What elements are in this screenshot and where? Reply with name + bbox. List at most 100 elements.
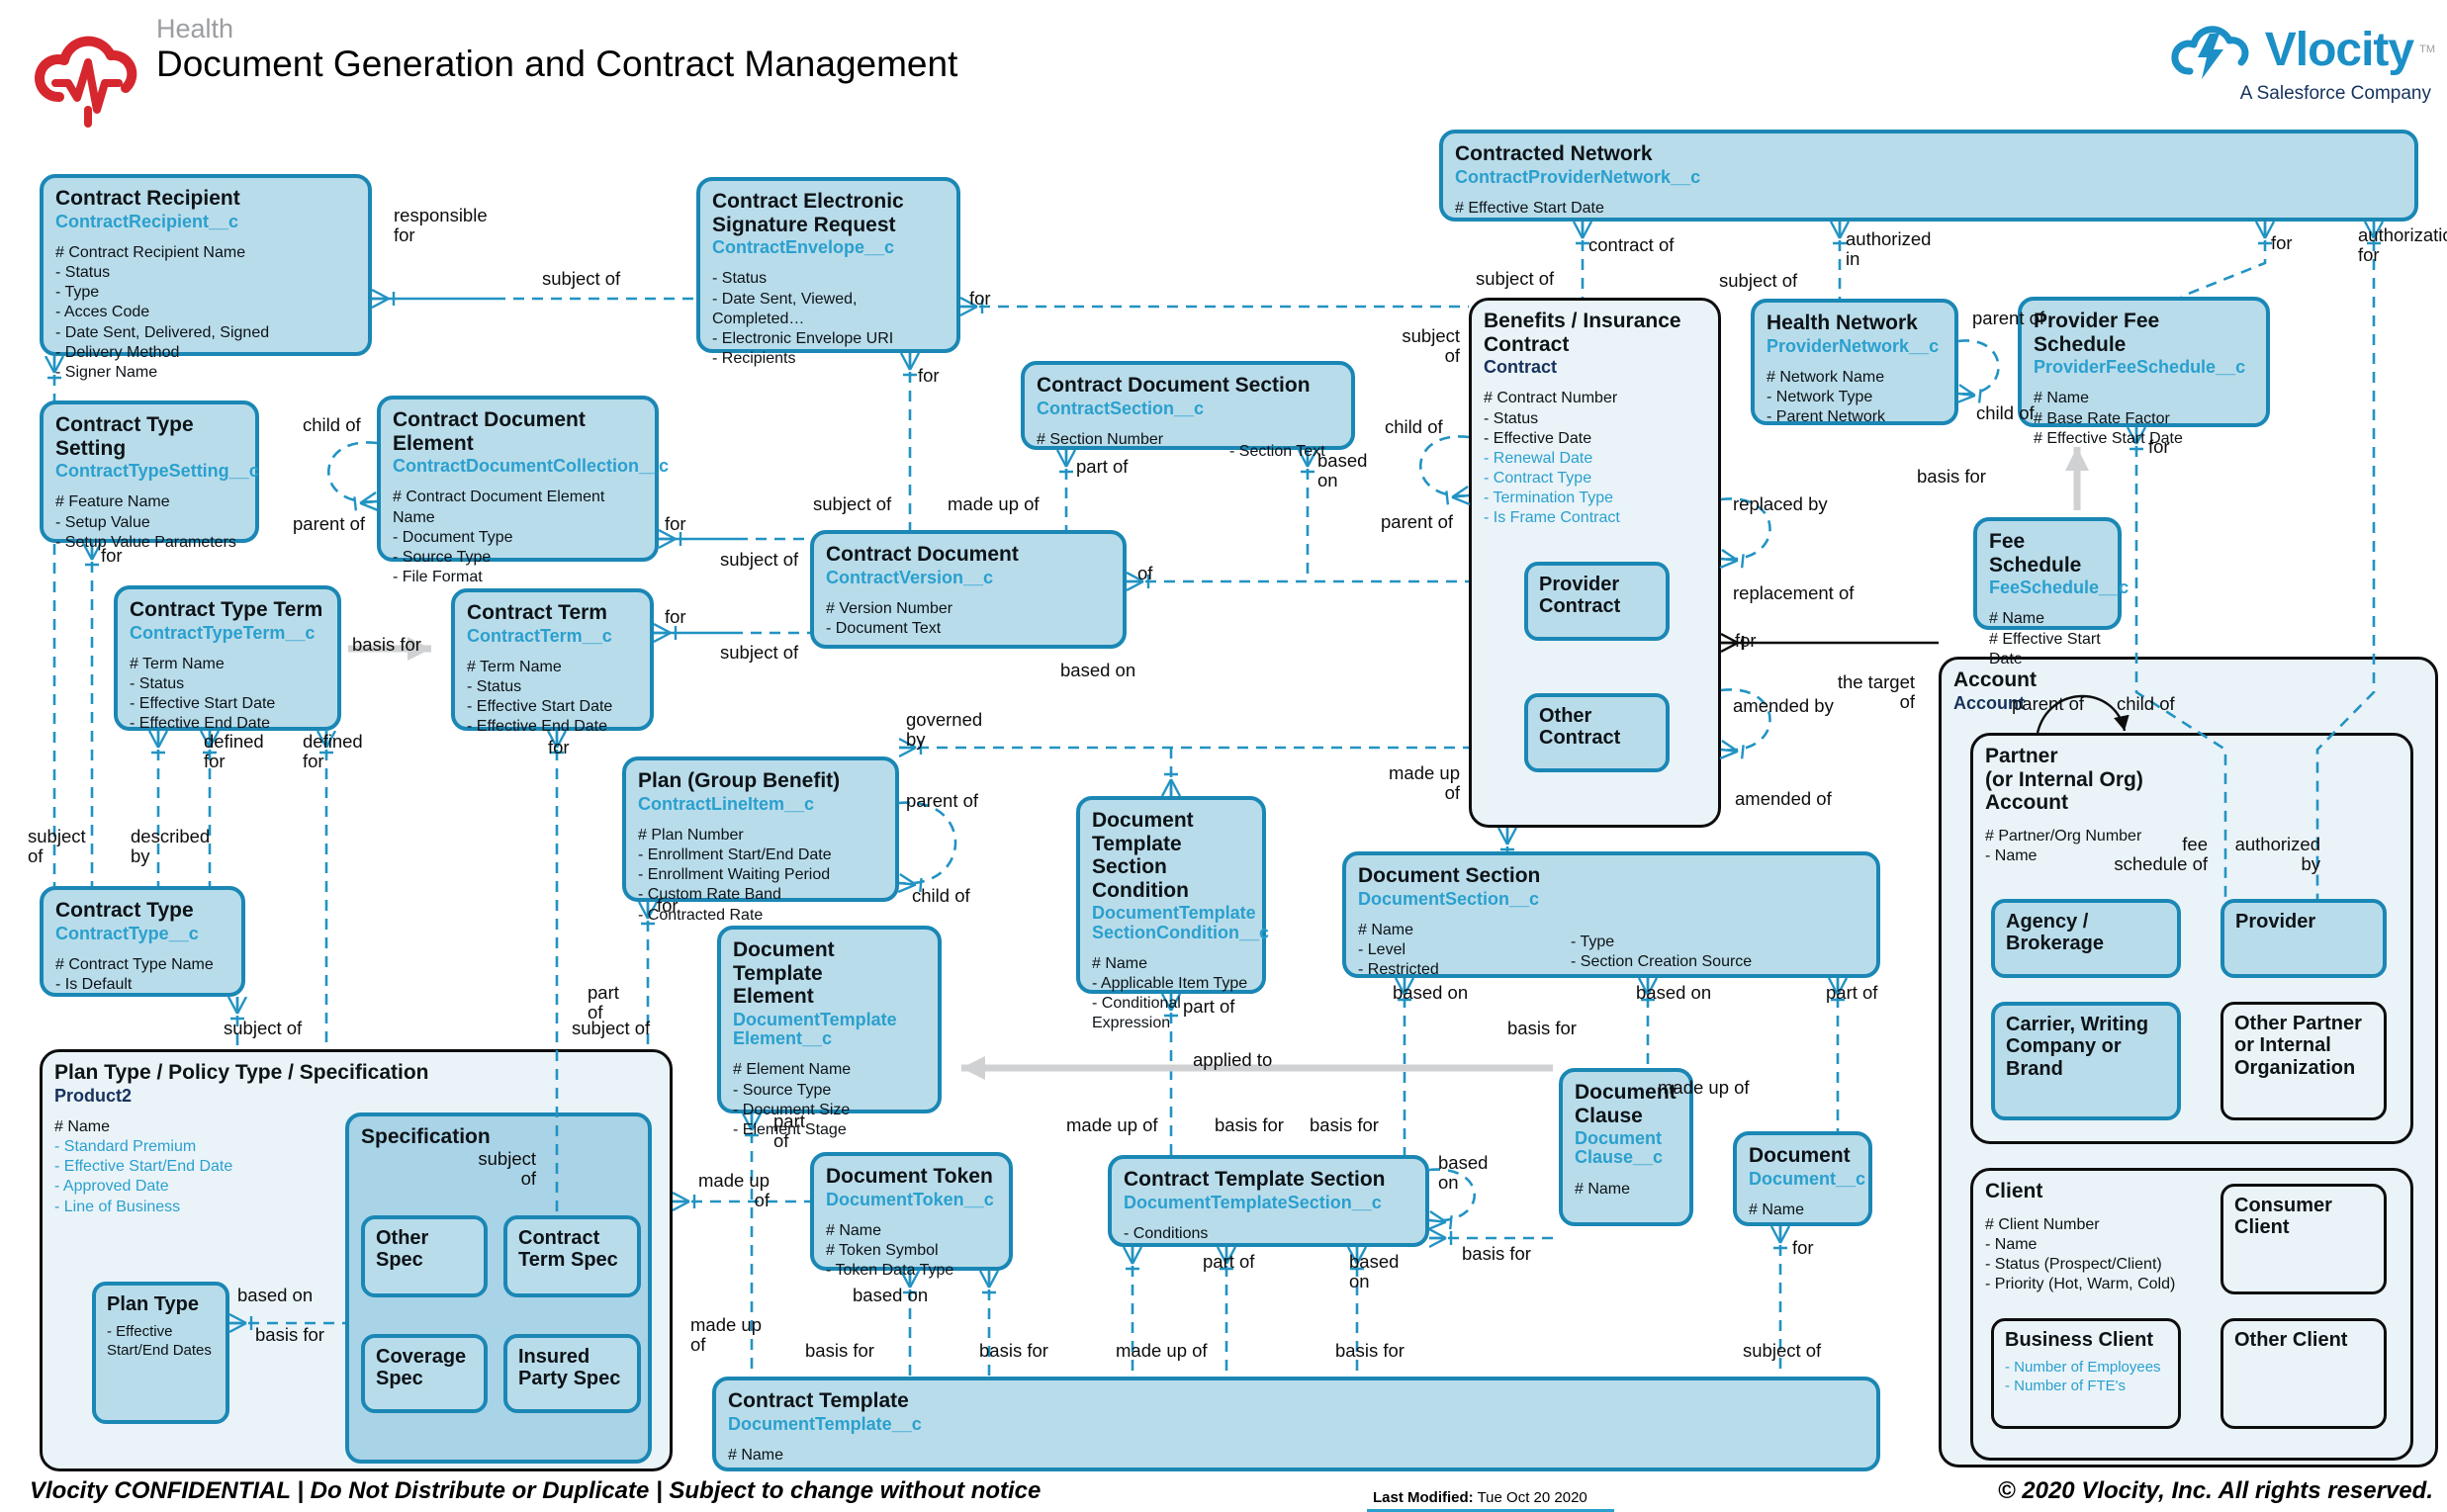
contract-document-attr: # Version Number (826, 599, 953, 617)
provider-fee-schedule-attr: # Name (2034, 390, 2090, 407)
contract-recipient-attr: - Date Sent, Delivered, Signed (55, 323, 270, 341)
contract-recipient-api-name: ContractRecipient__c (55, 211, 239, 231)
document-token-attr: # Token Symbol (826, 1242, 939, 1260)
contract-term-attr: - Effective Start Date (467, 698, 613, 716)
contract-recipient-title: Contract Recipient (55, 187, 240, 210)
plan-group-benefit-title: Plan (Group Benefit) (638, 769, 841, 792)
plan-group-benefit-attr: - Contracted Rate (638, 906, 764, 924)
provider-fee-schedule-attr: # Base Rate Factor (2034, 409, 2170, 427)
plan-group-benefit-attr: - Custom Rate Band (638, 886, 781, 904)
document-token-attr: # Name (826, 1221, 882, 1239)
brand-tagline: A Salesforce Company (2239, 83, 2431, 104)
other-partner-internal-org-title: Other Partner or Internal Organization (2234, 1013, 2362, 1079)
document-template-element-attr: # Element Name (733, 1061, 852, 1079)
benefits-contract-api-name: Contract (1484, 357, 1558, 378)
contract-type-setting-api-name: ContractTypeSetting__c (55, 461, 259, 482)
contract-recipient-attr: - Acces Code (55, 304, 150, 321)
coverage-spec-title: Coverage Spec (376, 1346, 467, 1390)
fee-schedule-attr: # Effective Start Date (1989, 630, 2101, 667)
contract-template-attr: # Name (728, 1446, 784, 1464)
document-section-attr: - Restricted (1358, 961, 1439, 979)
vlocity-cloud-icon (2171, 26, 2249, 79)
contract-document-element-title: Contract Document Element (393, 408, 586, 455)
health-network-api-name: ProviderNetwork__c (1767, 335, 1940, 356)
carrier-writing-company-brand-title: Carrier, Writing Company or Brand (2006, 1014, 2149, 1080)
document-api-name: Document__c (1749, 1168, 1866, 1189)
contract-type-term-attr: - Effective Start Date (130, 695, 276, 713)
contract-recipient-attr: - Signer Name (55, 363, 158, 381)
page-title: Document Generation and Contract Managem… (156, 44, 958, 84)
other-client-title: Other Client (2234, 1329, 2348, 1351)
last-modified-label: Last Modified: (1373, 1489, 1474, 1506)
health-network-attr: - Parent Network (1767, 408, 1886, 426)
document-token-attr: - Token Data Type (826, 1262, 954, 1280)
footer-rule (1367, 1509, 1614, 1512)
contract-term-attr: # Term Name (467, 658, 562, 675)
document-template-element-attr: - Source Type (733, 1081, 832, 1099)
fee-schedule-attr: # Name (1989, 610, 2045, 628)
fee-schedule-title: Fee Schedule (1989, 530, 2082, 577)
contract-esign-request-attr: - Status (712, 270, 768, 288)
entity-client: Client# Client Number- Name- Status (Pro… (1970, 1168, 2413, 1461)
last-modified-value: Tue Oct 20 2020 (1473, 1489, 1587, 1506)
document-section-attr: - Level (1358, 941, 1406, 959)
contract-document-element-attr: # Contract Document Element Name (393, 489, 605, 526)
contract-type-title: Contract Type (55, 899, 194, 922)
document-template-element-api-name: DocumentTemplate Element__c (733, 1009, 897, 1048)
contract-document-title: Contract Document (826, 543, 1019, 566)
contract-template-section-api-name: DocumentTemplateSection__c (1124, 1192, 1382, 1212)
entity-other-client: Other Client (2220, 1318, 2387, 1429)
document-token-api-name: DocumentToken__c (826, 1189, 994, 1209)
other-contract-title: Other Contract (1539, 705, 1621, 750)
contract-document-section-api-name: ContractSection__c (1037, 398, 1205, 418)
contract-type-term-attr: # Term Name (130, 655, 225, 672)
business-client-attr: - Number of Employees (2005, 1359, 2161, 1377)
contract-term-spec-title: Contract Term Spec (518, 1227, 618, 1272)
business-client-title: Business Client (2005, 1329, 2154, 1351)
document-template-section-condition-api-name: DocumentTemplate SectionCondition__c (1092, 903, 1270, 942)
partner-account-attr: # Partner/Org Number (1985, 827, 2142, 845)
contract-document-attr: - Document Text (826, 620, 942, 638)
contract-document-api-name: ContractVersion__c (826, 567, 994, 587)
contract-template-api-name: DocumentTemplate__c (728, 1413, 922, 1434)
plan-policy-spec-attr: - Standard Premium (54, 1138, 197, 1156)
contracted-network-attr: # Effective Start Date (1455, 199, 1604, 217)
partner-account-attr: - Name (1985, 846, 2038, 864)
contract-type-term-title: Contract Type Term (130, 598, 323, 621)
contract-type-api-name: ContractType__c (55, 923, 199, 943)
entity-insured-party-spec: Insured Party Spec (503, 1334, 641, 1413)
document-section-attr: # Name (1358, 921, 1414, 938)
contract-term-attr: - Status (467, 678, 522, 696)
contract-type-setting-attr: # Feature Name (55, 493, 170, 511)
document-clause-title: Document Clause (1575, 1081, 1677, 1127)
provider-contract-title: Provider Contract (1539, 574, 1621, 618)
contract-term-attr: - Effective End Date (467, 718, 607, 736)
entity-business-client: Business Client- Number of Employees- Nu… (1991, 1318, 2181, 1429)
provider-fee-schedule-attr: # Effective Start Date (2034, 429, 2183, 447)
plan-policy-spec-attr: - Line of Business (54, 1198, 181, 1215)
account-title: Account (1953, 668, 2037, 691)
client-attr: - Priority (Hot, Warm, Cold) (1985, 1275, 2176, 1292)
client-attr: # Client Number (1985, 1215, 2100, 1233)
plan-policy-spec-api-name: Product2 (54, 1085, 133, 1106)
contract-recipient-attr: - Status (55, 264, 111, 282)
health-network-attr: # Network Name (1767, 368, 1885, 386)
document-clause-attr: # Name (1575, 1180, 1631, 1198)
plan-policy-spec-attr: - Effective Start/End Date (54, 1158, 233, 1176)
